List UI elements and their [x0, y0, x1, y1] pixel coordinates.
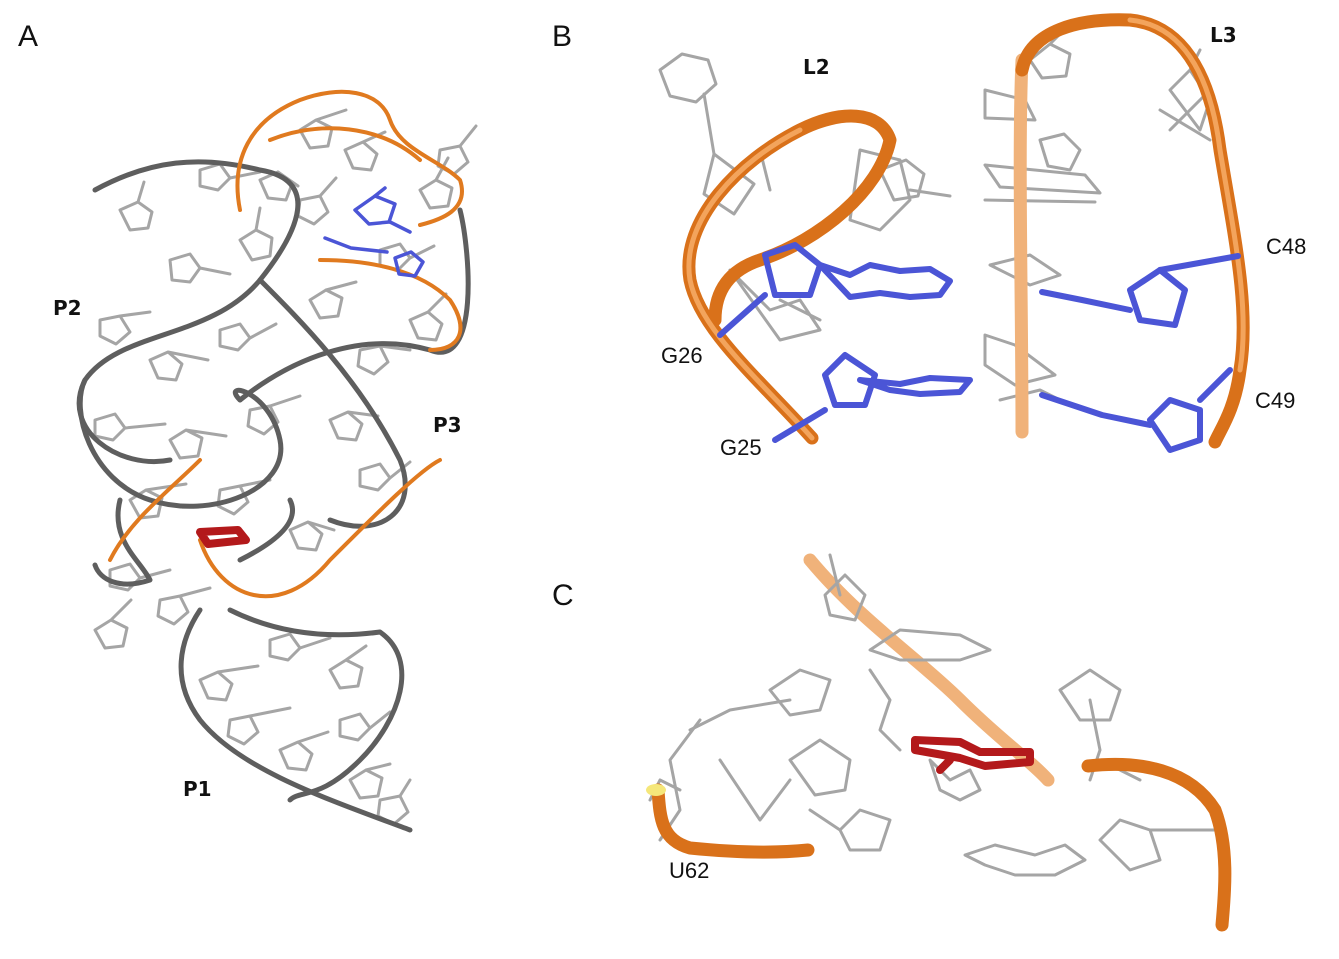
residue-g26-stem [717, 292, 768, 338]
region-label-l3: L3 [1210, 23, 1237, 47]
panel-b-letter: B [552, 20, 572, 53]
residue-g26-sugar [762, 242, 823, 298]
panel-b-pale-strand [1013, 53, 1029, 439]
panel-a: A [18, 20, 478, 833]
region-label-p1: P1 [183, 777, 212, 801]
residue-c48-stem [1157, 253, 1241, 273]
residue-label-g26: G26 [661, 343, 703, 368]
residue-c49-stem [1197, 367, 1233, 403]
residue-g26-base [817, 262, 953, 300]
residue-g25-sugar [822, 352, 878, 408]
panel-c-diagonal-strand [803, 553, 1055, 787]
residue-g25-stem [772, 407, 828, 443]
residue-label-g25: G25 [720, 435, 762, 460]
panel-c-ribbon-right [1081, 757, 1232, 932]
residue-c48-base [1039, 289, 1133, 313]
residue-c49-base [1039, 392, 1153, 428]
panel-b-ribbon-l3 [1015, 13, 1250, 449]
panel-a-blue-residues [323, 186, 425, 278]
panel-a-ligand [196, 526, 250, 548]
panel-b: B [552, 13, 1306, 460]
residue-c49-sugar [1147, 397, 1203, 453]
panel-b-blue-residues [717, 242, 1241, 453]
residue-label-c48: C48 [1266, 234, 1306, 259]
panel-b-base-sticks [658, 32, 1212, 402]
panel-c-base-sticks [648, 553, 1218, 877]
region-label-p2: P2 [53, 296, 82, 320]
panel-a-letter: A [18, 20, 38, 53]
region-label-l2: L2 [803, 55, 830, 79]
panel-a-orange-backbone [108, 89, 464, 599]
panel-a-base-sticks [93, 108, 478, 826]
panel-a-gray-backbone [76, 159, 471, 833]
region-label-p3: P3 [433, 413, 462, 437]
panel-c-letter: C [552, 579, 574, 612]
residue-c48-sugar [1127, 267, 1188, 328]
panel-b-ribbon-l2 [682, 109, 897, 445]
terminus-cap [646, 784, 666, 796]
panel-c-ribbon-u62 [646, 783, 815, 859]
residue-label-u62: U62 [669, 858, 709, 883]
panel-c: C U62 [552, 553, 1232, 932]
panel-c-ligand [911, 736, 1034, 774]
residue-label-c49: C49 [1255, 388, 1295, 413]
residue-g25-base [857, 375, 973, 397]
